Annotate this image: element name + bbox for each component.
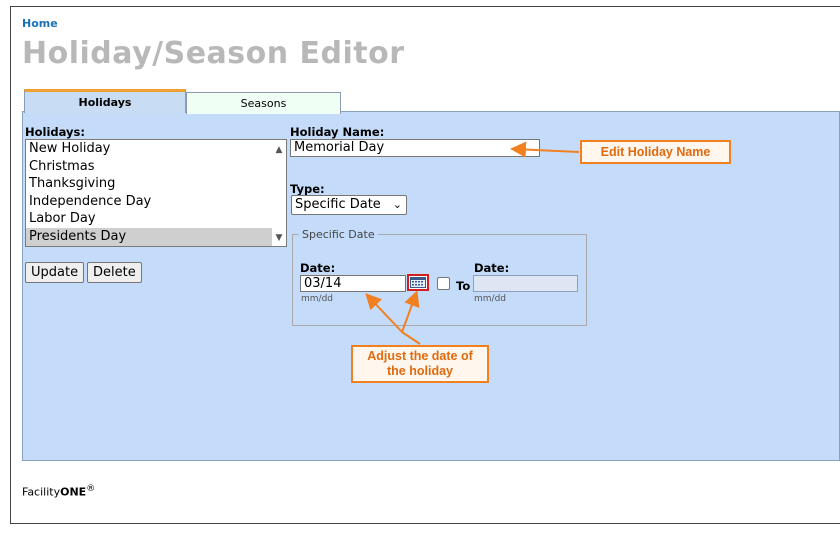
specific-date-legend: Specific Date bbox=[302, 228, 375, 241]
holiday-name-input[interactable]: Memorial Day bbox=[290, 139, 540, 157]
list-item[interactable]: Labor Day bbox=[29, 211, 96, 227]
type-select-value: Specific Date bbox=[295, 197, 381, 212]
holiday-name-label: Holiday Name: bbox=[290, 125, 385, 139]
list-item[interactable]: New Holiday bbox=[29, 141, 111, 156]
delete-button[interactable]: Delete bbox=[87, 262, 142, 283]
end-date-input bbox=[473, 275, 578, 292]
holidays-label: Holidays: bbox=[25, 125, 85, 139]
list-item[interactable]: Independence Day bbox=[29, 193, 152, 209]
calendar-icon bbox=[410, 277, 426, 288]
list-item[interactable]: Thanksgiving bbox=[29, 176, 116, 192]
tab-holidays[interactable]: Holidays bbox=[24, 89, 186, 113]
to-label: To bbox=[456, 279, 471, 293]
adjust-date-callout: Adjust the date of the holiday bbox=[351, 345, 489, 383]
update-button[interactable]: Update bbox=[25, 262, 85, 283]
date-input[interactable]: 03/14 bbox=[300, 275, 406, 292]
scroll-down-icon[interactable]: ▼ bbox=[275, 233, 283, 243]
list-item-selected[interactable]: Presidents Day bbox=[26, 227, 274, 246]
listbox-scrollbar[interactable]: ▲ ▼ bbox=[272, 140, 286, 246]
home-link[interactable]: Home bbox=[22, 17, 58, 30]
page-title: Holiday/Season Editor bbox=[22, 36, 405, 71]
scroll-up-icon[interactable]: ▲ bbox=[275, 145, 283, 155]
edit-name-callout: Edit Holiday Name bbox=[580, 140, 731, 164]
tab-seasons[interactable]: Seasons bbox=[186, 92, 341, 114]
calendar-button[interactable] bbox=[407, 274, 429, 291]
date-hint: mm/dd bbox=[301, 294, 333, 304]
end-date-hint: mm/dd bbox=[474, 294, 506, 304]
footer-brand: FacilityONE® bbox=[22, 484, 96, 499]
chevron-down-icon: ⌄ bbox=[392, 198, 402, 211]
list-item[interactable]: Christmas bbox=[29, 158, 95, 174]
holidays-listbox[interactable]: New Holiday Christmas Thanksgiving Indep… bbox=[25, 139, 287, 247]
type-select[interactable]: Specific Date ⌄ bbox=[291, 195, 407, 215]
end-date-label: Date: bbox=[474, 261, 510, 275]
specific-date-fieldset: Specific Date bbox=[292, 228, 587, 326]
date-range-checkbox[interactable] bbox=[437, 277, 450, 290]
date-label: Date: bbox=[300, 261, 336, 275]
type-label: Type: bbox=[290, 182, 325, 196]
